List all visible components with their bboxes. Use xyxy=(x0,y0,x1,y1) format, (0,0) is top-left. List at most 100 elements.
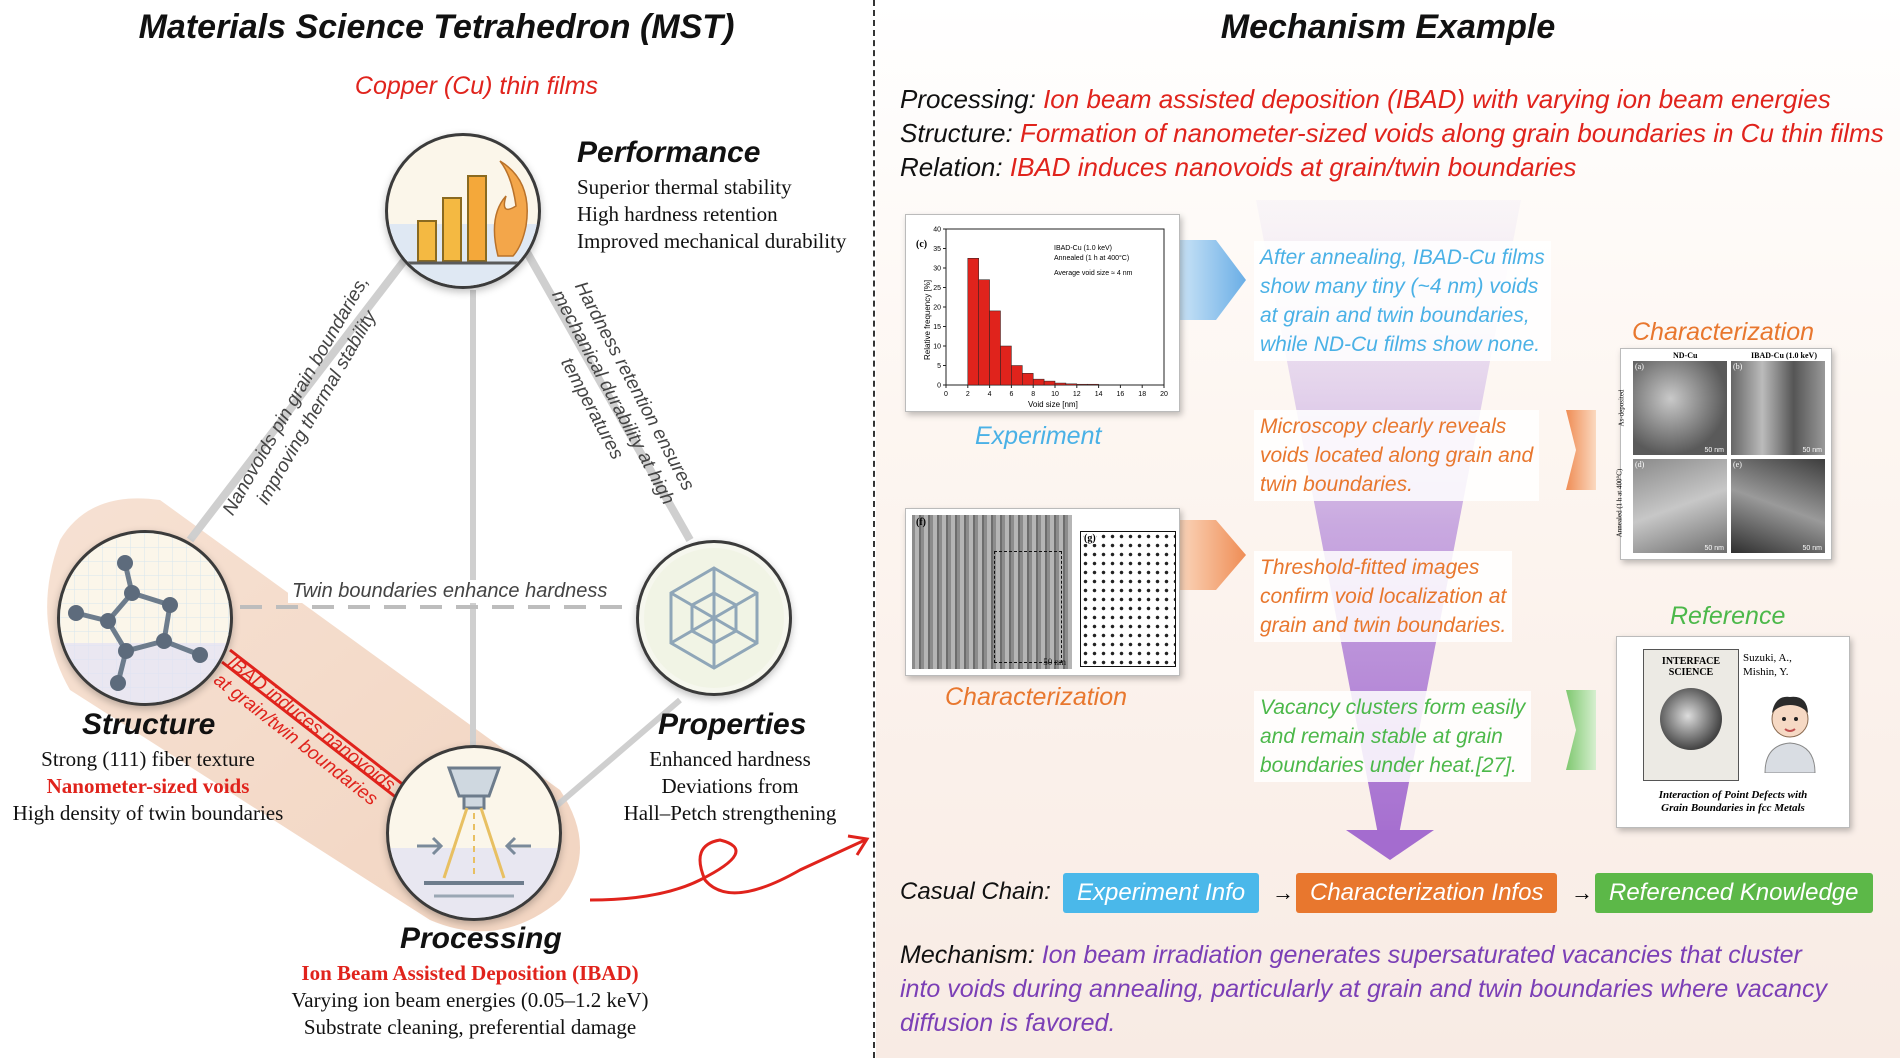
person-icon xyxy=(1764,696,1816,773)
tem-panel-b: (b) 50 nm xyxy=(1731,361,1825,455)
y-tick-label: 30 xyxy=(933,266,941,273)
structure-highlight: Nanometer-sized voids xyxy=(46,774,250,798)
y-tick-label: 35 xyxy=(933,246,941,253)
chain-arrow-1: → xyxy=(1272,880,1294,905)
performance-node xyxy=(385,133,541,289)
x-tick-label: 16 xyxy=(1117,391,1125,398)
book-caption-line: Interaction of Point Defects with xyxy=(1658,789,1808,801)
histogram-bar xyxy=(1022,373,1034,386)
y-tick-label: 0 xyxy=(937,383,941,390)
tem-scale: 50 nm xyxy=(1802,447,1822,454)
performance-line: High hardness retention xyxy=(577,202,778,226)
processing-title: Processing xyxy=(400,922,562,955)
tem-row2: Annealed (1 h at 400°C) xyxy=(1615,468,1624,538)
box-line: boundaries under heat.[27]. xyxy=(1260,754,1517,777)
structure-title: Structure xyxy=(82,708,216,741)
x-tick-label: 8 xyxy=(1031,391,1035,398)
characterization-label-right: Characterization xyxy=(1632,318,1815,346)
x-tick-label: 14 xyxy=(1095,391,1103,398)
panel-f-image: (f) 50 nm xyxy=(912,515,1072,669)
tem-scale: 50 nm xyxy=(1802,545,1822,552)
structure-node xyxy=(57,530,233,706)
histogram-xlabel: Void size [nm] xyxy=(1028,400,1078,409)
panel-g-image: (g) xyxy=(1080,531,1176,667)
book-title-1: INTERFACE xyxy=(1661,656,1721,667)
mechanism-line: diffusion is favored. xyxy=(900,1009,1116,1037)
y-tick-label: 25 xyxy=(933,285,941,292)
reference-figure: INTERFACE SCIENCE Suzuki, A., Mishin, Y.… xyxy=(1616,636,1850,828)
histogram-bar xyxy=(1065,383,1078,386)
panel-f-label: (f) xyxy=(916,517,926,528)
histogram-bar xyxy=(989,310,1001,386)
tem-panel-label: (e) xyxy=(1733,460,1742,469)
arrow-characterization-left xyxy=(1176,520,1246,590)
mechanism-text: Mechanism: Ion beam irradiation generate… xyxy=(900,938,1827,1040)
box-line: at grain and twin boundaries, xyxy=(1260,304,1530,327)
relation-row-text: IBAD induces nanovoids at grain/twin bou… xyxy=(1009,152,1577,182)
edge-properties-processing xyxy=(538,697,682,823)
histogram-bar xyxy=(1032,378,1045,386)
book-cover: INTERFACE SCIENCE xyxy=(1643,649,1739,781)
tem-panel-d: (d)50 nm xyxy=(1633,459,1727,553)
box-line: After annealing, IBAD-Cu films xyxy=(1260,246,1545,269)
processing-row: Processing: Ion beam assisted deposition… xyxy=(900,84,1831,115)
tem-row1: As-deposited xyxy=(1617,389,1626,427)
book-authors: Suzuki, A., Mishin, Y. xyxy=(1743,651,1792,679)
histogram-bar xyxy=(1000,345,1012,386)
histogram-bar xyxy=(1076,383,1088,386)
y-tick-label: 5 xyxy=(937,363,941,370)
microscopy-info-box: Microscopy clearly reveals voids located… xyxy=(1254,410,1540,501)
x-tick-label: 20 xyxy=(1160,391,1168,398)
structure-row-text: Formation of nanometer-sized voids along… xyxy=(1019,118,1884,148)
tem-col1: ND-Cu xyxy=(1673,351,1698,360)
properties-title: Properties xyxy=(658,708,807,741)
edge-structure-processing-b xyxy=(221,660,403,804)
processing-row-text: Ion beam assisted deposition (IBAD) with… xyxy=(1043,84,1831,114)
book-author: Suzuki, A., xyxy=(1743,652,1792,664)
relation-row: Relation: IBAD induces nanovoids at grai… xyxy=(900,152,1576,183)
characterization-label-left: Characterization xyxy=(945,683,1128,711)
y-tick-label: 15 xyxy=(933,324,941,331)
properties-line: Hall–Petch strengthening xyxy=(623,801,837,825)
histogram-bar xyxy=(1087,383,1099,386)
threshold-info-box: Threshold-fitted images confirm void loc… xyxy=(1254,551,1513,642)
reference-label: Reference xyxy=(1670,602,1786,630)
relation-row-label: Relation: xyxy=(900,152,1003,182)
processing-row-label: Processing: xyxy=(900,84,1036,114)
structure-row-label: Structure: xyxy=(900,118,1013,148)
y-tick-label: 20 xyxy=(933,305,941,312)
box-line: show many tiny (~4 nm) voids xyxy=(1260,275,1539,298)
arrow-experiment xyxy=(1176,240,1246,320)
funnel-shape xyxy=(1256,200,1521,850)
panel-f-scale: 50 nm xyxy=(1043,657,1066,667)
x-tick-label: 0 xyxy=(944,391,948,398)
tem-panel-label: (b) xyxy=(1733,362,1743,371)
tem-panel-e: (e) 50 nm xyxy=(1731,459,1825,553)
x-tick-label: 18 xyxy=(1138,391,1146,398)
book-caption-line: Grain Boundaries in fcc Metals xyxy=(1661,802,1805,814)
left-panel-title: Materials Science Tetrahedron (MST) xyxy=(138,8,735,46)
histogram-bar xyxy=(978,279,990,386)
box-line: Microscopy clearly reveals xyxy=(1260,415,1507,438)
processing-node xyxy=(386,745,562,921)
histogram-ylabel: Relative frequency [%] xyxy=(923,280,932,360)
tem-col2: IBAD-Cu (1.0 keV) xyxy=(1751,351,1817,360)
arrow-characterization-right xyxy=(1566,410,1596,490)
histogram-legend-1: IBAD-Cu (1.0 keV) xyxy=(1054,245,1112,252)
performance-icon xyxy=(388,160,538,286)
tem-scale: 50 nm xyxy=(1704,447,1724,454)
molecule-icon xyxy=(60,533,230,703)
structure-lines: Strong (111) fiber texture Nanometer-siz… xyxy=(0,746,296,827)
book-title-2: SCIENCE xyxy=(1668,667,1714,678)
mechanism-label: Mechanism: xyxy=(900,941,1035,969)
histogram-bar xyxy=(1011,365,1023,386)
edge-performance-properties xyxy=(516,238,694,542)
performance-line: Superior thermal stability xyxy=(577,175,792,199)
box-line: and remain stable at grain xyxy=(1260,725,1503,748)
tem-panel-a: (a)50 nm xyxy=(1633,361,1727,455)
performance-line: Improved mechanical durability xyxy=(577,229,847,253)
performance-lines: Superior thermal stability High hardness… xyxy=(577,174,846,255)
mechanism-line: Ion beam irradiation generates supersatu… xyxy=(1041,941,1802,969)
histogram-figure: (c) IBAD-Cu (1.0 keV) Annealed (1 h at 4… xyxy=(905,214,1180,412)
chain-step-reference: Referenced Knowledge xyxy=(1595,873,1873,913)
